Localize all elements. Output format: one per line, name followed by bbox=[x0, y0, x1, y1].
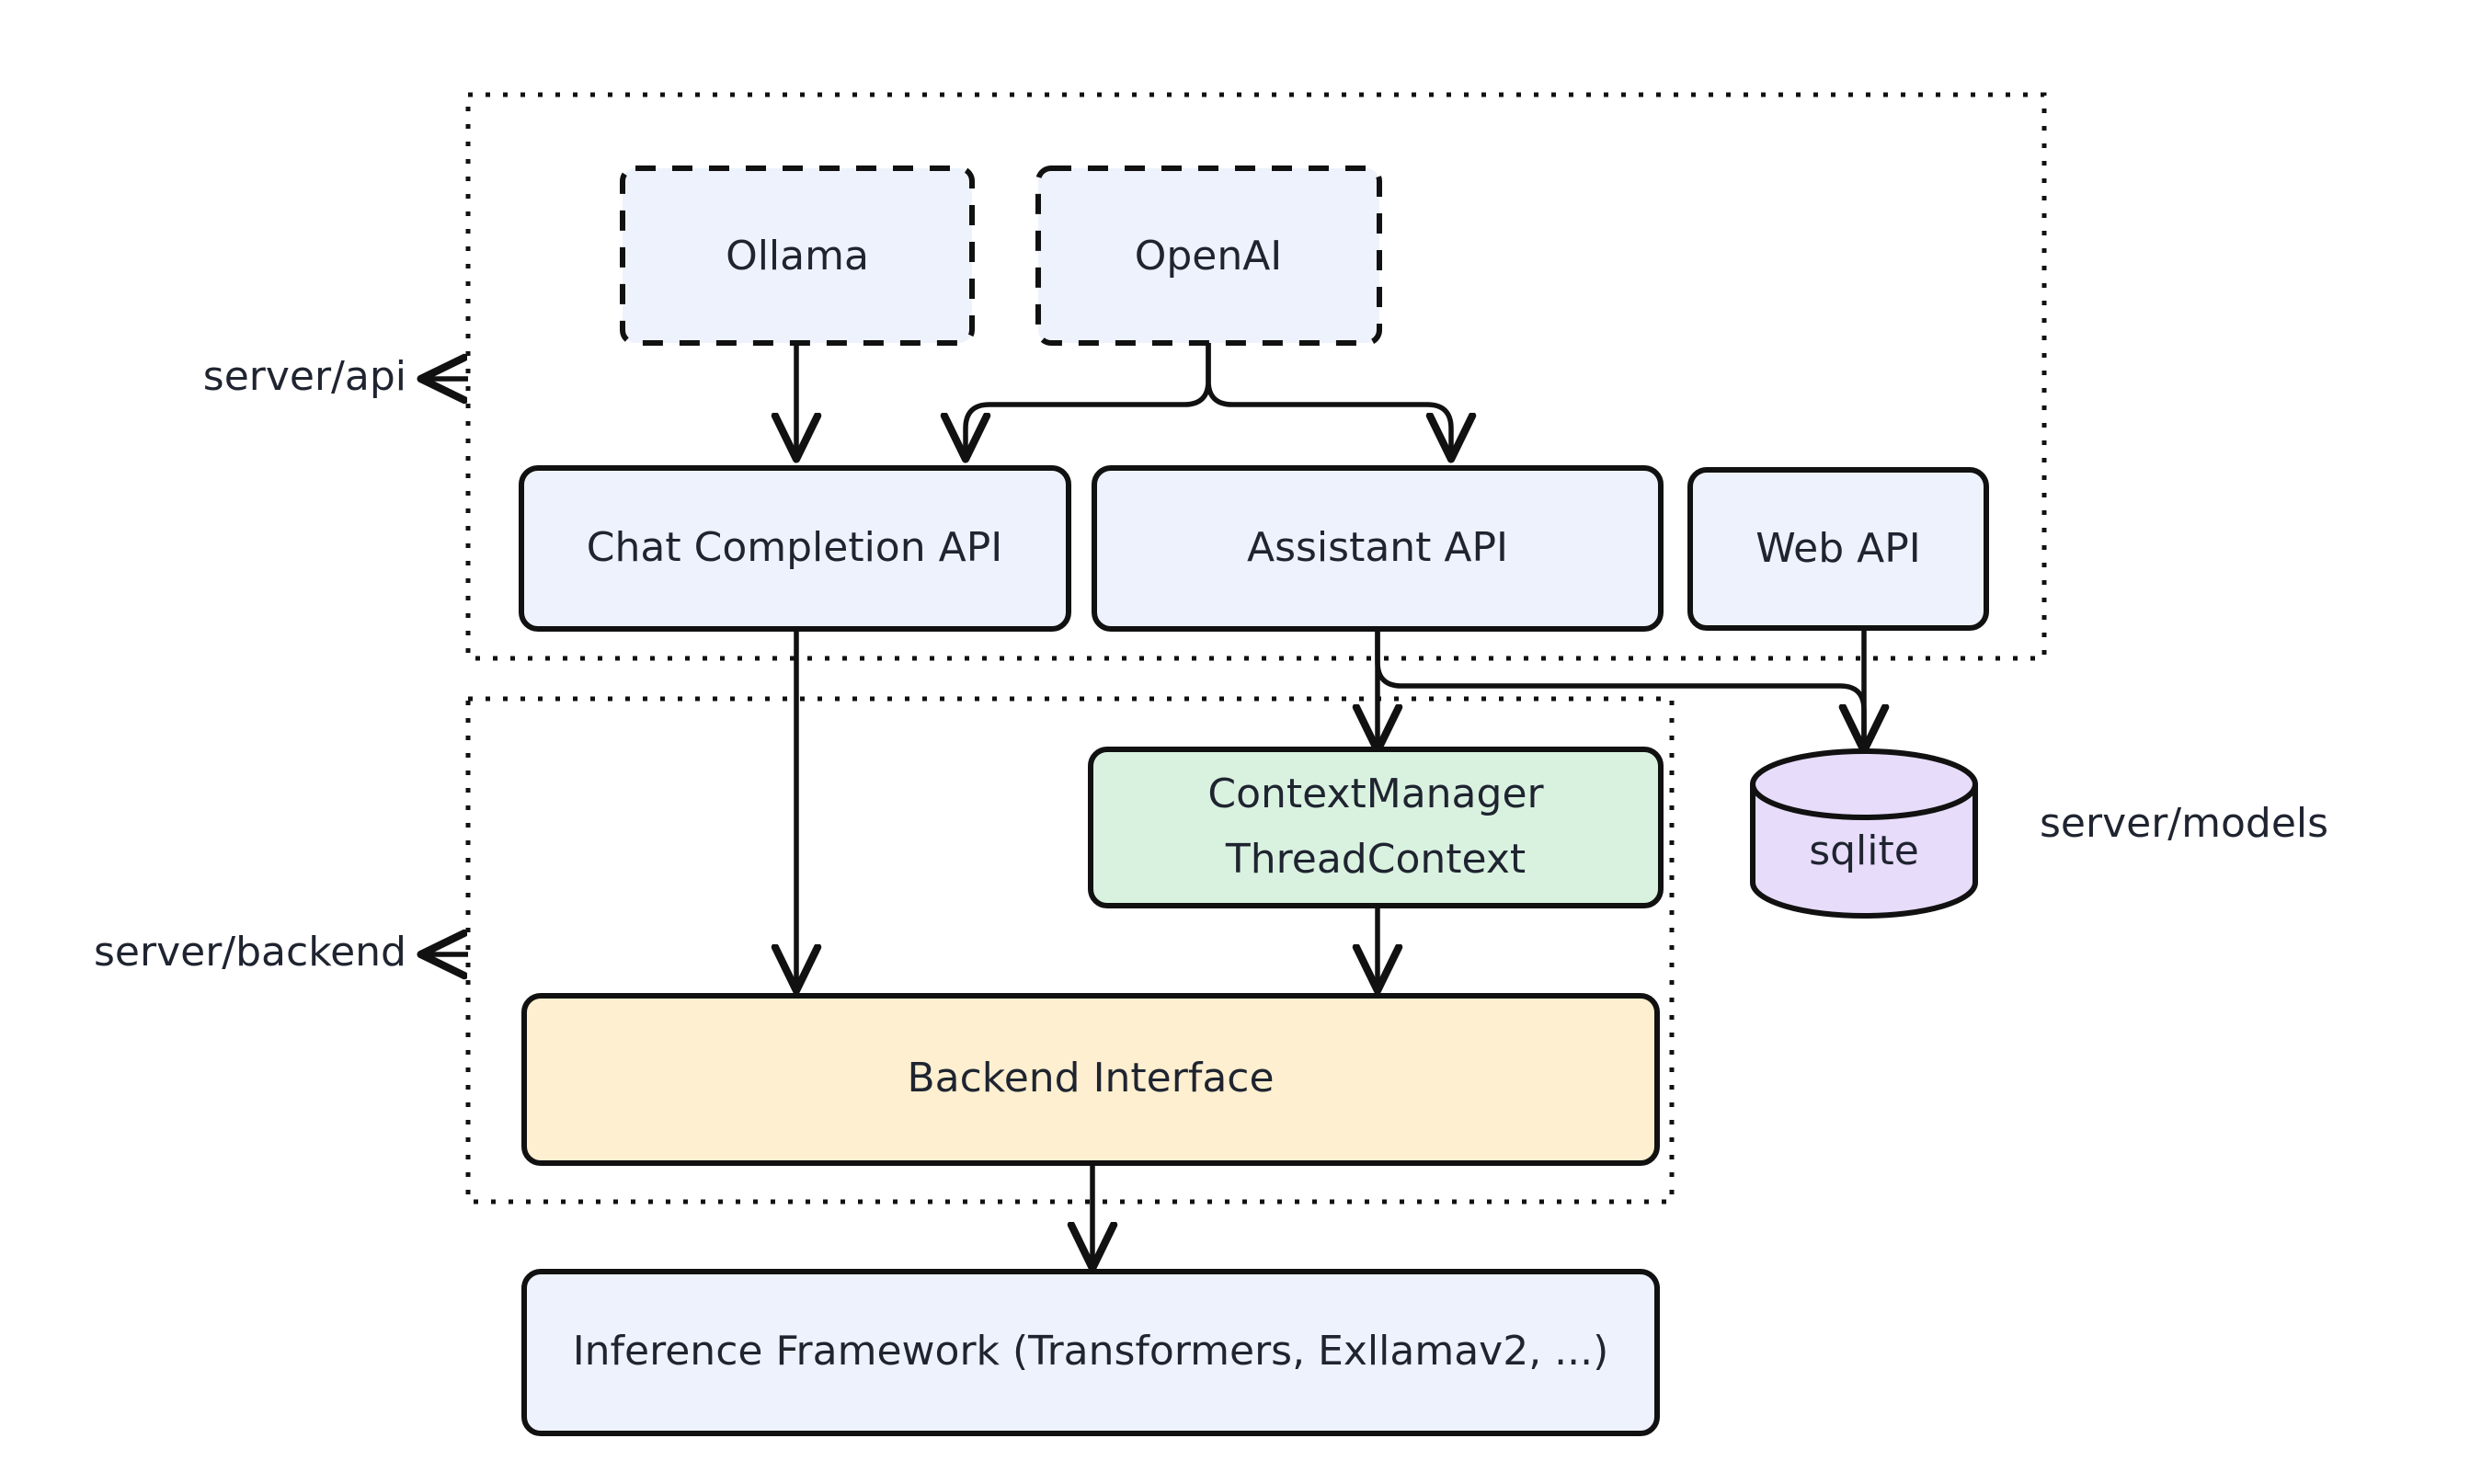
node-openai[interactable]: OpenAI bbox=[1035, 166, 1382, 346]
node-backend-interface[interactable]: Backend Interface bbox=[521, 993, 1660, 1166]
edge-openai-to-chat-api bbox=[966, 342, 1211, 455]
node-ollama-label: Ollama bbox=[726, 233, 869, 280]
node-web-api[interactable]: Web API bbox=[1687, 467, 1989, 631]
group-container-server-api bbox=[465, 92, 2047, 661]
node-ollama[interactable]: Ollama bbox=[620, 166, 975, 346]
node-sqlite-label: sqlite bbox=[1809, 828, 1919, 874]
node-inference-framework[interactable]: Inference Framework (Transformers, Exlla… bbox=[521, 1269, 1660, 1436]
node-assistant-api-label: Assistant API bbox=[1247, 524, 1508, 571]
group-container-server-backend bbox=[465, 696, 1675, 1204]
node-sqlite[interactable]: sqlite bbox=[1750, 748, 1978, 919]
node-context-manager-line1: ContextManager bbox=[1207, 771, 1544, 817]
node-assistant-api[interactable]: Assistant API bbox=[1092, 465, 1664, 632]
node-web-api-label: Web API bbox=[1755, 525, 1921, 572]
node-context-manager[interactable]: ContextManager ThreadContext bbox=[1088, 747, 1664, 908]
node-openai-label: OpenAI bbox=[1135, 233, 1283, 280]
group-label-server-models: server/models bbox=[2040, 800, 2328, 847]
edge-assistant-api-to-sqlite bbox=[1375, 626, 1864, 747]
node-context-manager-line2: ThreadContext bbox=[1225, 836, 1526, 883]
group-label-server-backend: server/backend bbox=[94, 929, 406, 976]
edge-openai-to-assistant-api bbox=[1206, 342, 1451, 455]
node-chat-completion-api-label: Chat Completion API bbox=[587, 524, 1002, 571]
group-label-server-api: server/api bbox=[203, 353, 406, 400]
node-chat-completion-api[interactable]: Chat Completion API bbox=[519, 465, 1071, 632]
node-backend-interface-label: Backend Interface bbox=[907, 1055, 1274, 1102]
node-inference-framework-label: Inference Framework (Transformers, Exlla… bbox=[573, 1328, 1609, 1375]
